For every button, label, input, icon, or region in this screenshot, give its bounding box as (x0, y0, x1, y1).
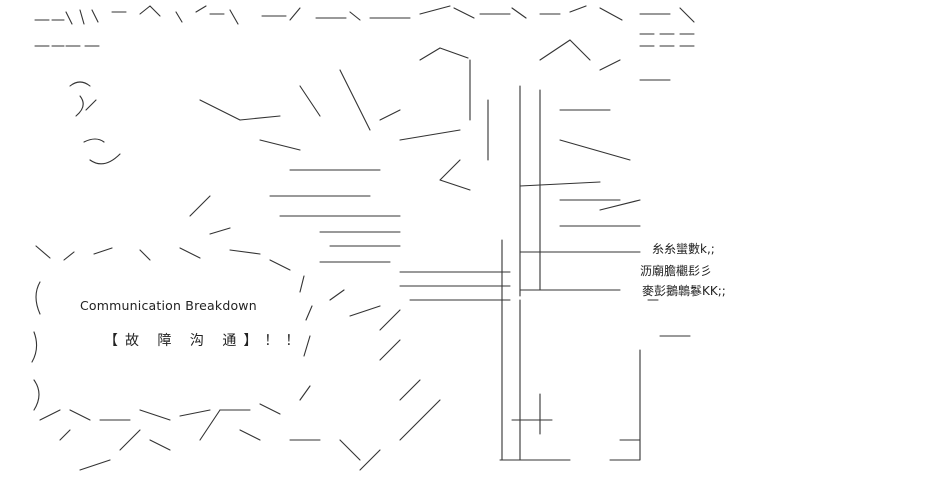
lower-lines (59, 299, 691, 471)
left-figure (35, 81, 231, 261)
sound-effect-line-1: 糸糸蠻數k,; (652, 242, 715, 256)
sound-effect-line-2: 沥廟膽欟髟彡 (640, 264, 713, 278)
caption-japanese: 【故 障 沟 通】！！ (104, 333, 307, 349)
speech-bubble (31, 249, 313, 421)
center-figure (189, 69, 511, 331)
sound-effect-line-3: 麥彭鵝鷱鬖KK;; (642, 284, 726, 298)
right-structure (419, 39, 671, 461)
caption-english: Communication Breakdown (80, 298, 257, 313)
top-hatching (34, 5, 695, 47)
